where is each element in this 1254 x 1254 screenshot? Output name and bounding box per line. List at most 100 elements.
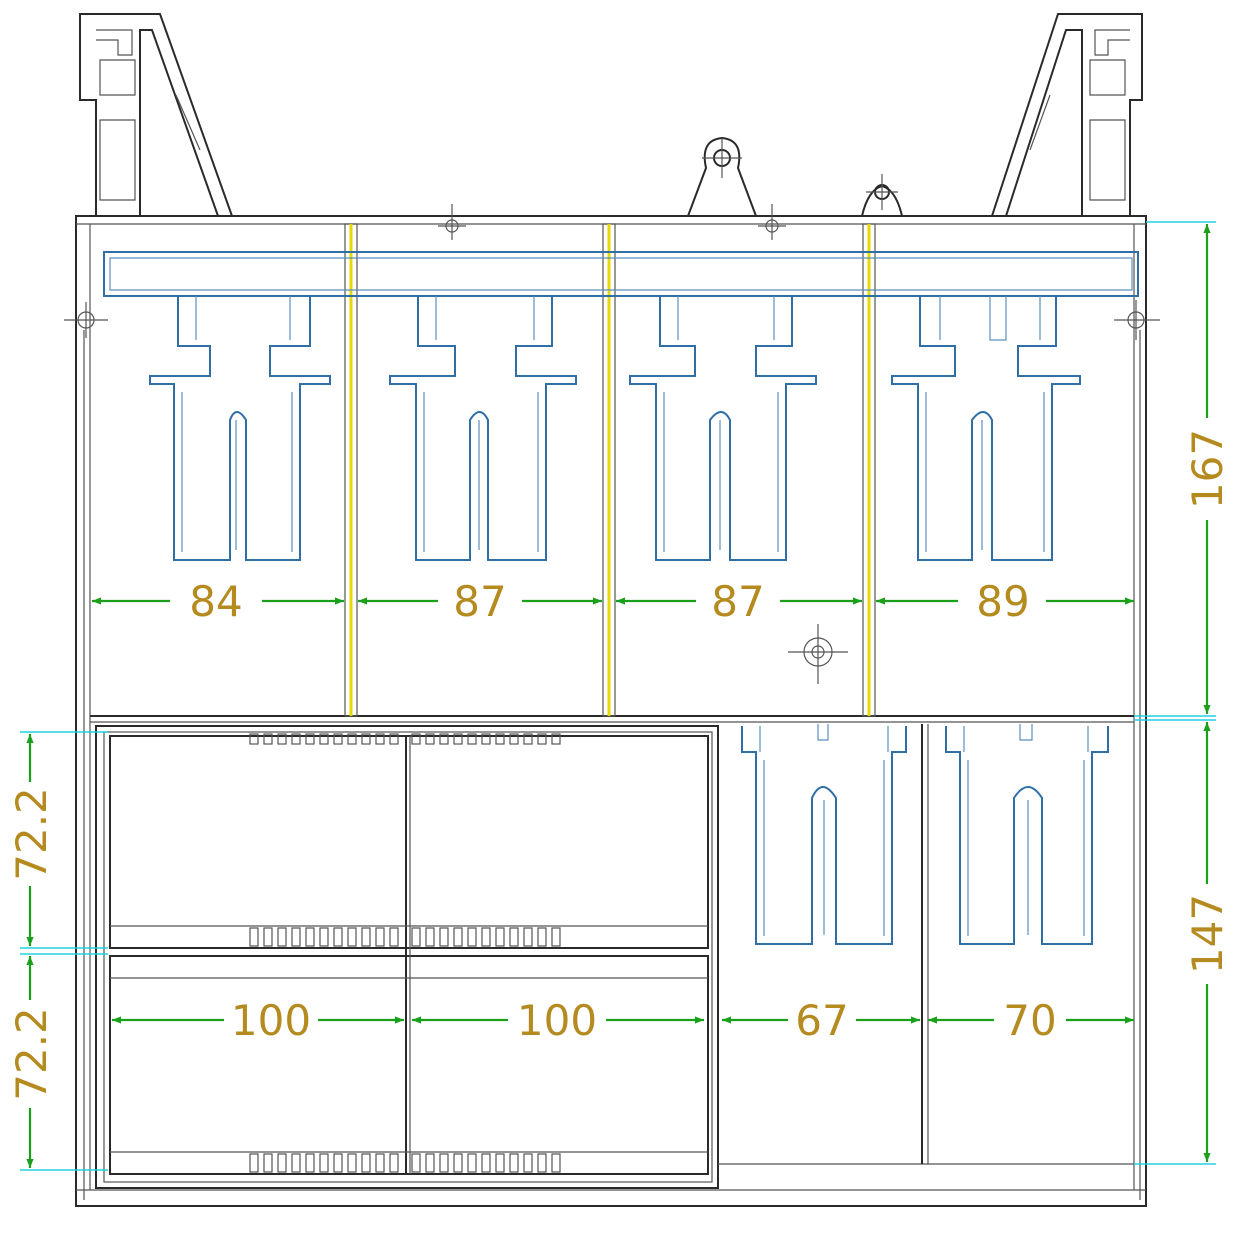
clip-tooth [411,1153,421,1173]
clip-tooth [249,1153,259,1173]
clip-tooth [333,927,343,947]
right-mounting-bracket [990,13,1143,217]
dim-bottom-3: 67 [795,996,848,1045]
clip-tooth [277,1153,287,1173]
center-hook [687,136,757,217]
clip-tooth [361,927,371,947]
lower-insert-2 [945,724,1109,945]
dim-top-3: 87 [711,577,764,626]
clip-tooth [291,1153,301,1173]
dimension-labels: 84 87 87 89 100 100 67 70 167 147 72.2 7… [7,429,1232,1101]
dim-bottom-4: 70 [1003,996,1056,1045]
clip-tooth [277,927,287,947]
clip-tooth [347,927,357,947]
center-mark-middle [788,624,848,684]
clip-tooth [523,733,533,745]
center-mark-top-b [758,204,786,240]
clip-tooth [439,927,449,947]
clip-tooth [551,927,561,947]
side-hook [861,174,903,217]
lower-right-compartments [921,724,929,1164]
clip-tooth [537,1153,547,1173]
dimension-lines [26,224,1211,1168]
clip-tooth [425,1153,435,1173]
clip-tooth [495,1153,505,1173]
clip-tooth [551,1153,561,1173]
clip-tooth [361,733,371,745]
clip-tooth [319,927,329,947]
clip-tooth [467,927,477,947]
clip-tooth [523,1153,533,1173]
clip-tooth [481,733,491,745]
clip-tooth [495,927,505,947]
coin-insert-2 [389,296,577,561]
dim-top-1: 84 [189,577,242,626]
clip-tooth [291,733,301,745]
clip-tooth [375,927,385,947]
clip-tooth [347,1153,357,1173]
clip-tooth [333,1153,343,1173]
clip-tooth [277,733,287,745]
clip-tooth [411,733,421,745]
clip-tooth [495,733,505,745]
center-mark-top-a [438,204,466,240]
clip-tooth [319,733,329,745]
clip-tooth [425,927,435,947]
clip-tooth [537,927,547,947]
extension-lines [20,221,1216,1171]
clip-tooth [263,733,273,745]
clip-tooth [305,733,315,745]
clip-tooth [467,1153,477,1173]
dim-left-2: 72.2 [7,1007,56,1101]
dim-right-1: 167 [1183,429,1232,509]
dim-bottom-1: 100 [231,996,311,1045]
clip-tooth [467,733,477,745]
clip-tooth [481,1153,491,1173]
clip-tooth [551,733,561,745]
coin-insert-1 [149,296,331,561]
note-clip-teeth [249,733,561,1173]
clip-tooth [305,1153,315,1173]
clip-tooth [439,733,449,745]
dim-top-2: 87 [453,577,506,626]
clip-tooth [453,927,463,947]
clip-tooth [481,927,491,947]
dim-left-1: 72.2 [7,787,56,881]
clip-tooth [439,1153,449,1173]
left-mounting-bracket [79,13,234,217]
clip-tooth [263,927,273,947]
clip-tooth [319,1153,329,1173]
coin-cover-rail [103,251,1139,297]
clip-tooth [361,1153,371,1173]
clip-tooth [389,927,399,947]
clip-tooth [453,733,463,745]
clip-tooth [523,927,533,947]
clip-tooth [509,1153,519,1173]
clip-tooth [333,733,343,745]
clip-tooth [389,733,399,745]
dim-right-2: 147 [1183,894,1232,974]
clip-tooth [509,733,519,745]
clip-tooth [263,1153,273,1173]
clip-tooth [537,733,547,745]
clip-tooth [453,1153,463,1173]
clip-tooth [305,927,315,947]
coin-insert-3 [629,296,817,561]
clip-tooth [425,733,435,745]
coin-compartment-dividers [344,223,876,717]
dim-bottom-2: 100 [517,996,597,1045]
clip-tooth [347,733,357,745]
note-compartments [95,725,1134,1189]
clip-tooth [509,927,519,947]
clip-tooth [389,1153,399,1173]
clip-tooth [411,927,421,947]
clip-tooth [249,733,259,745]
clip-tooth [375,733,385,745]
dim-top-4: 89 [976,577,1029,626]
clip-tooth [375,1153,385,1173]
center-mark-right [1114,300,1160,340]
clip-tooth [291,927,301,947]
tray-body [75,215,1147,1207]
center-mark-left [64,302,108,338]
